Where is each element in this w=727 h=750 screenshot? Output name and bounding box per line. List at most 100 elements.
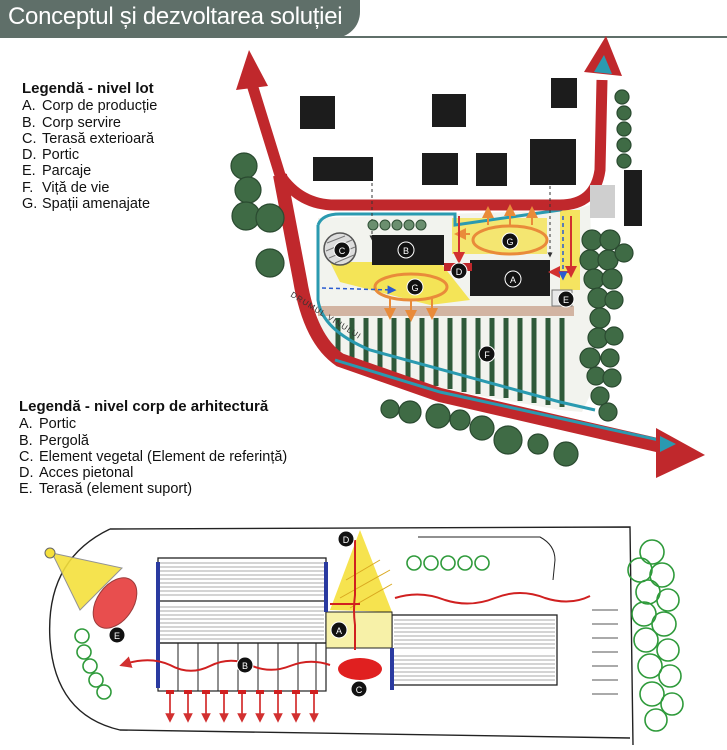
east-wing-hatch <box>394 619 555 681</box>
legend-label: Corp servire <box>42 114 121 131</box>
title-bar: Conceptul și dezvoltarea soluției <box>0 0 360 38</box>
light-cone-west <box>51 552 124 611</box>
grey-block <box>590 185 615 218</box>
arch-marker-d: D <box>337 530 355 548</box>
arch-marker-b-label: B <box>242 661 248 671</box>
plan-outline <box>48 526 634 746</box>
arch-markers: A B C D E <box>108 530 368 698</box>
site-markers: A B C D E F G <box>333 232 575 363</box>
legend-letter: A. <box>22 98 36 115</box>
blue-dashed-arrows <box>321 216 568 295</box>
legend-letter: D. <box>19 465 34 482</box>
site-plan: DRUMUL VINULUI <box>230 36 705 478</box>
road-edge <box>334 358 669 444</box>
site-marker-c: C <box>333 241 351 259</box>
legend-letter: F. <box>22 179 34 196</box>
legend-site-level: Legendă - nivel lot A.Corp de producție … <box>22 80 157 212</box>
orange-arrows <box>384 204 538 322</box>
legend-letter: G. <box>22 196 38 213</box>
arch-marker-a-label: A <box>336 626 342 636</box>
site-marker-f-label: F <box>484 350 490 360</box>
arch-marker-e: E <box>108 626 126 644</box>
arch-marker-a: A <box>330 621 348 639</box>
legend-label: Portic <box>39 416 77 433</box>
legend-site-item: C. Terasă exterioară <box>22 131 157 147</box>
site-marker-g2-label: G <box>411 283 418 293</box>
legend-label: Parcaje <box>42 163 92 180</box>
legend-arch-item: E. Terasă (element suport) <box>19 481 287 497</box>
site-marker-d-label: D <box>456 267 463 277</box>
legend-label: Pergolă <box>39 432 89 449</box>
trees-site-south <box>380 399 579 467</box>
zone-g-north <box>471 224 549 256</box>
site-marker-d: D <box>450 262 468 280</box>
legend-letter: E. <box>22 163 36 180</box>
arch-marker-b: B <box>236 656 254 674</box>
legend-arch-item: B. Pergolă <box>19 433 287 449</box>
shrubs-north <box>406 555 490 571</box>
north-wing-hatch <box>160 562 324 640</box>
site-marker-e: E <box>557 290 575 308</box>
legend-arch-heading: Legendă - nivel corp de arhitectură <box>19 398 269 415</box>
legend-letter: A. <box>19 416 33 433</box>
legend-letter: D. <box>22 147 37 164</box>
legend-label: Viță de vie <box>42 179 110 196</box>
trees-arch-east <box>627 539 684 732</box>
site-marker-g-south: G <box>406 278 424 296</box>
trees-site-west <box>230 152 285 278</box>
legend-site-item: A. Corp de producție <box>22 98 157 114</box>
legend-arch-item: A. Portic <box>19 416 287 432</box>
site-marker-g1-label: G <box>506 237 513 247</box>
blue-edges <box>156 562 394 690</box>
lamp-west <box>44 547 56 559</box>
legend-label: Terasă (element suport) <box>39 481 193 498</box>
site-marker-b-label: B <box>403 246 409 256</box>
legend-letter: B. <box>22 114 36 131</box>
trees-near-b <box>367 219 427 231</box>
building-east-wing <box>391 614 558 686</box>
arch-marker-c-label: C <box>356 685 363 695</box>
site-marker-a-label: A <box>510 275 516 285</box>
legend-architecture-level: Legendă - nivel corp de arhitectură A. Po… <box>19 398 288 498</box>
legend-site-heading: Legendă - nivel lot <box>22 80 154 97</box>
road-arrow-north-east-blue <box>594 55 612 74</box>
site-marker-g-north: G <box>501 232 519 250</box>
parking-lines <box>592 609 618 695</box>
page-title: Conceptul și dezvoltarea soluției <box>8 3 343 30</box>
legend-label: Terasă exterioară <box>42 130 155 147</box>
legend-site-item: G.Spații amenajate <box>22 196 157 212</box>
site-marker-e-label: E <box>563 295 569 305</box>
legend-label: Spații amenajate <box>42 196 151 213</box>
vineyard-rows <box>335 318 565 407</box>
road-arrow-east <box>656 428 705 478</box>
path-band <box>318 306 574 316</box>
legend-letter: B. <box>19 432 33 449</box>
pergola-red-ticks <box>166 690 318 694</box>
site-marker-b: B <box>397 241 415 259</box>
trees-site-east <box>579 89 634 422</box>
legend-label: Portic <box>42 147 80 164</box>
legend-site-item: D. Portic <box>22 147 157 163</box>
arch-marker-d-label: D <box>343 535 350 545</box>
legend-letter: E. <box>19 481 33 498</box>
legend-label: Corp de producție <box>42 98 158 115</box>
arch-marker-e-label: E <box>114 631 120 641</box>
pergola-down-arrows <box>165 694 319 723</box>
legend-arch-item: D. Acces pietonal <box>19 465 287 481</box>
legend-letter: C. <box>22 130 37 147</box>
legend-site-item: F. Viță de vie <box>22 180 157 196</box>
legend-site-item: E. Parcaje <box>22 163 157 179</box>
vegetal-c <box>338 658 382 680</box>
lot-outline <box>316 203 596 412</box>
site-marker-a: A <box>504 270 522 288</box>
road-arrow-east-blue <box>660 436 676 452</box>
legend-label: Acces pietonal <box>39 465 134 482</box>
neighbour-buildings <box>300 78 642 226</box>
legend-label: Element vegetal (Element de referință) <box>39 448 288 465</box>
arch-marker-c: C <box>350 680 368 698</box>
site-marker-c-label: C <box>339 246 346 256</box>
terrace-e <box>92 577 138 629</box>
legend-letter: C. <box>19 448 34 465</box>
road-arrow-north-west <box>236 50 268 90</box>
